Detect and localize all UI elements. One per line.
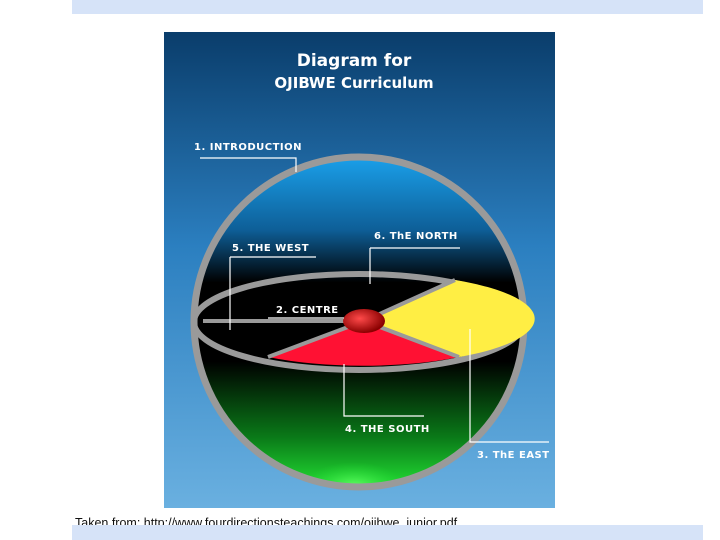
label-west: 5. THE WEST [232,243,309,254]
diagram-title-line2: OJIBWE Curriculum [274,74,433,92]
label-south: 4. THE SOUTH [345,424,430,435]
label-north: 6. ThE NORTH [374,231,458,242]
ground-glow [304,462,404,487]
west-quadrant [203,321,364,357]
top-decor-band [72,0,703,14]
label-introduction: 1. INTRODUCTION [194,142,302,153]
label-east: 3. ThE EAST [477,450,550,461]
ojibwe-diagram: Diagram for OJIBWE Curriculum 1. INTRODU… [190,51,550,491]
east-quadrant [364,280,535,357]
ojibwe-diagram-image: Diagram for OJIBWE Curriculum 1. INTRODU… [164,32,555,508]
south-quadrant [268,321,459,366]
bottom-decor-band [72,525,703,540]
label-centre: 2. CENTRE [276,305,339,316]
diagram-title-line1: Diagram for [297,51,412,71]
centre-circle [343,309,385,333]
